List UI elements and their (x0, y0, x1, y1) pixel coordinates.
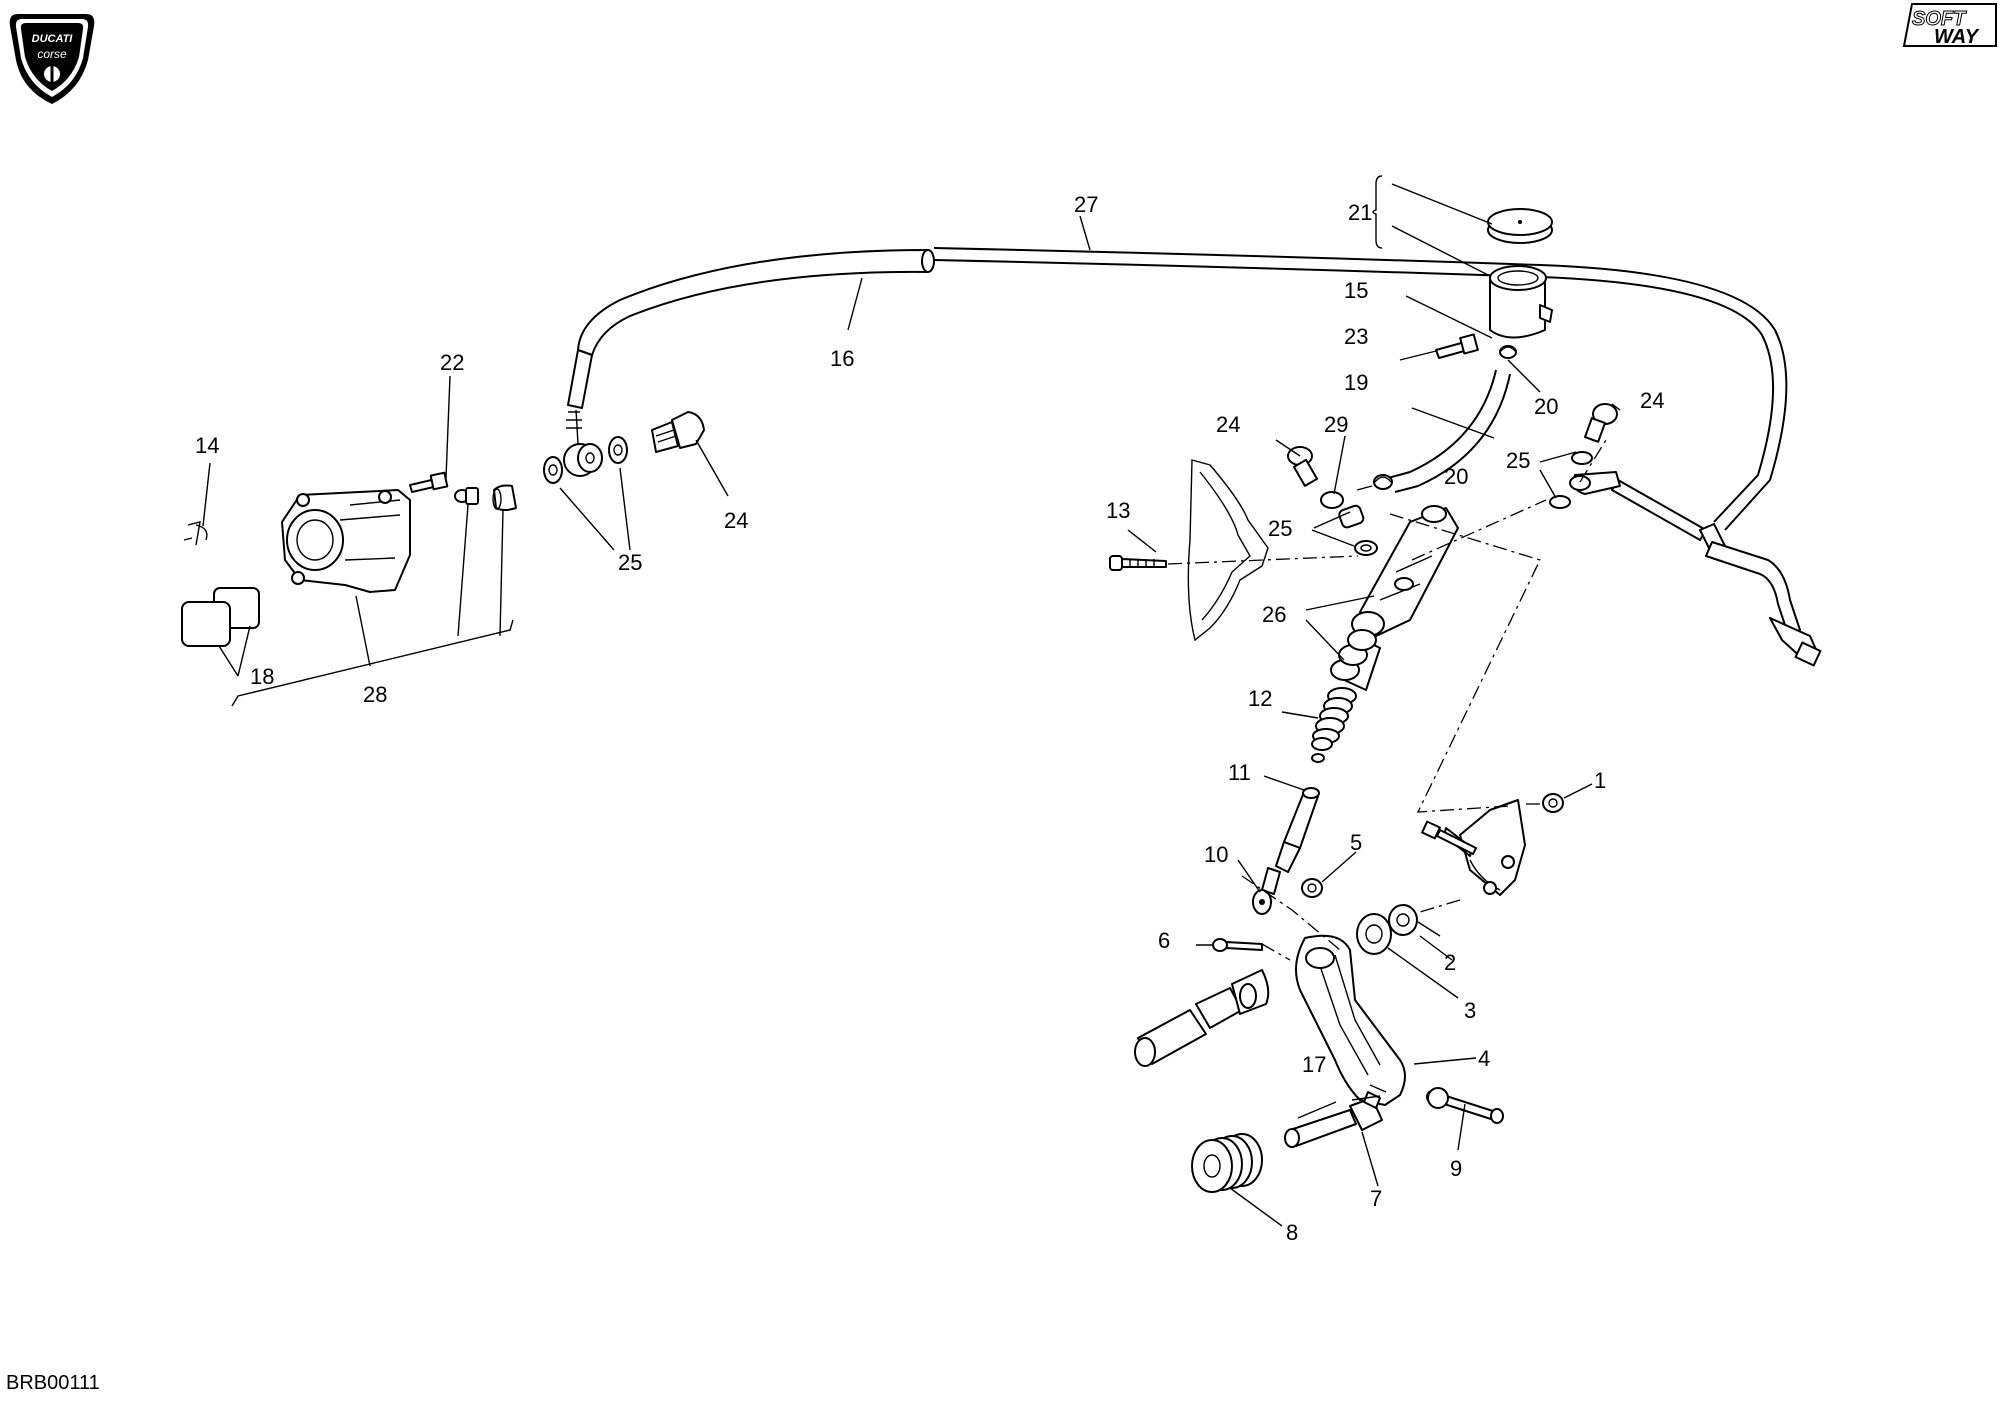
reservoir-bolt (1435, 333, 1479, 359)
callout-1: 1 (1594, 768, 1606, 793)
banjo-bolt-right (1584, 403, 1618, 443)
callout-22: 22 (440, 350, 464, 375)
callout-5: 5 (1350, 830, 1362, 855)
push-rod (1275, 787, 1320, 873)
callout-25c: 25 (1506, 448, 1530, 473)
hose-clamp-upper (1499, 345, 1517, 359)
hose-union (1320, 491, 1365, 529)
callout-labels: 1 2 3 4 5 6 7 8 9 10 11 12 13 14 15 16 1… (195, 192, 1664, 1245)
logo-brand-text: DUCATI (32, 33, 74, 45)
callout-3: 3 (1464, 998, 1476, 1023)
brake-pedal-tip (1284, 1097, 1383, 1148)
left-banjo-fitting (563, 409, 603, 477)
callout-20b: 20 (1444, 464, 1468, 489)
callout-25b: 25 (1268, 516, 1292, 541)
bleed-valve (454, 487, 479, 505)
drawing-code: BRB00111 (6, 1372, 100, 1394)
return-spring (1311, 687, 1357, 763)
pump-washers (1354, 540, 1378, 556)
rear-brake-caliper (281, 489, 411, 593)
clevis-nut (1301, 878, 1323, 898)
bracket-bolt (1421, 820, 1477, 855)
brake-lever (1295, 934, 1406, 1106)
callout-17: 17 (1302, 1052, 1326, 1077)
pedal-pivot-pin (1426, 1087, 1504, 1124)
callout-12: 12 (1248, 686, 1272, 711)
lever-bearing (1356, 913, 1392, 955)
brake-hose-long (933, 247, 1788, 531)
reservoir-to-pump-hose (1387, 369, 1511, 493)
callout-7: 7 (1370, 1186, 1382, 1211)
callout-28: 28 (363, 682, 387, 707)
callout-27: 27 (1074, 192, 1098, 217)
callout-18: 18 (250, 664, 274, 689)
callout-23: 23 (1344, 324, 1368, 349)
leader-lines (202, 175, 1621, 1227)
pad-pin-clip (183, 521, 208, 546)
callout-9: 9 (1450, 1156, 1462, 1181)
rear-master-cylinder (1351, 505, 1459, 637)
callout-4: 4 (1478, 1046, 1490, 1071)
callout-2: 2 (1444, 950, 1456, 975)
callout-8: 8 (1286, 1220, 1298, 1245)
assembly-lines (1167, 439, 1607, 961)
ducati-corse-logo: DUCATI corse (9, 14, 95, 104)
callout-29: 29 (1324, 412, 1348, 437)
bleed-cap (492, 484, 517, 511)
logo-way-text: WAY (1934, 26, 1980, 48)
lever-pivot-bolt (1212, 938, 1263, 952)
callout-24c: 24 (1640, 388, 1664, 413)
logo-soft-text: SOFT (1912, 8, 1967, 30)
callout-20a: 20 (1534, 394, 1558, 419)
clevis (1252, 867, 1281, 915)
callout-19: 19 (1344, 370, 1368, 395)
callout-16: 16 (830, 346, 854, 371)
callout-10: 10 (1204, 842, 1228, 867)
callout-14: 14 (195, 433, 219, 458)
footpeg (1134, 969, 1270, 1067)
heel-guard-plate (1187, 459, 1269, 642)
footrest-bracket (1443, 799, 1526, 896)
reservoir-hose-sleeve (566, 249, 935, 429)
lever-bushing (1388, 904, 1418, 936)
callout-11: 11 (1228, 760, 1251, 785)
caliper-bolt (409, 471, 449, 493)
callout-21: 21 (1348, 200, 1372, 225)
callout-25a: 25 (618, 550, 642, 575)
hose-clamp-lower (1373, 474, 1393, 490)
banjo-bolt-pump (1287, 446, 1319, 487)
callout-15: 15 (1344, 278, 1368, 303)
callout-24b: 24 (1216, 412, 1240, 437)
callout-26: 26 (1262, 602, 1286, 627)
pedal-rubber (1191, 1133, 1263, 1193)
piston-kit (1330, 629, 1381, 691)
bracket-nut (1542, 793, 1564, 813)
right-brake-line (1569, 471, 1822, 667)
softway-logo: SOFT WAY (1902, 3, 1997, 48)
brake-fluid-reservoir (1487, 208, 1553, 339)
callout-6: 6 (1158, 928, 1170, 953)
left-banjo-bolt (651, 411, 705, 453)
logo-corse-text: corse (37, 47, 67, 61)
left-banjo-washers (543, 436, 628, 484)
copper-washers-right (1549, 451, 1593, 509)
brake-pads (181, 587, 260, 647)
callout-24a: 24 (724, 508, 748, 533)
callout-13: 13 (1106, 498, 1130, 523)
guard-screw (1109, 555, 1167, 571)
